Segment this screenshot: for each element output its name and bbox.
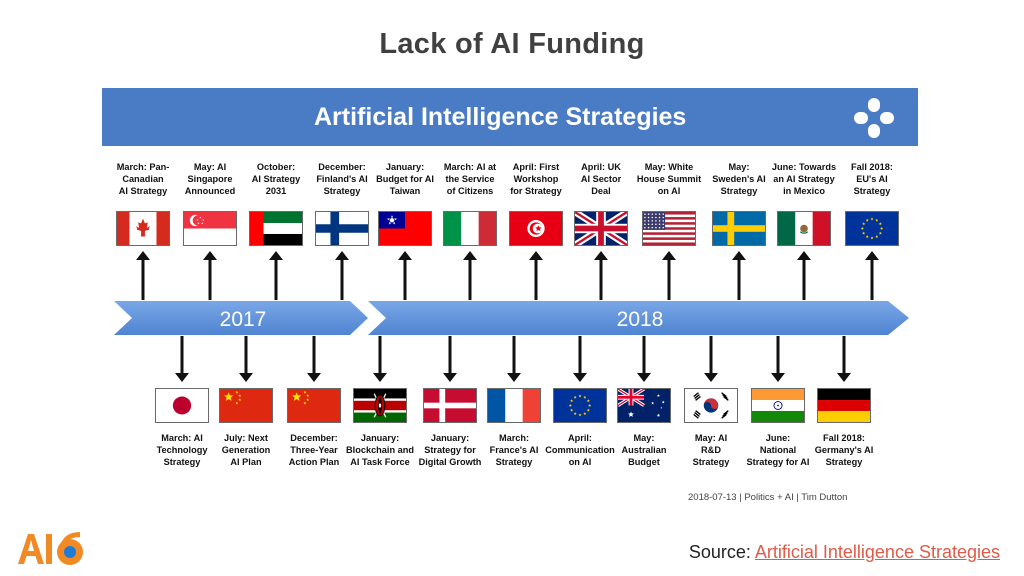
korea-flag-icon xyxy=(684,388,738,423)
bottom-event-arrow xyxy=(373,336,387,382)
italy-flag-icon xyxy=(443,211,497,246)
top-event-arrow xyxy=(732,251,746,300)
bottom-event-arrow xyxy=(239,336,253,382)
bottom-event-arrow xyxy=(507,336,521,382)
credit-line: 2018-07-13 | Politics + AI | Tim Dutton xyxy=(688,492,848,503)
year-2017-label: 2017 xyxy=(220,308,267,331)
sweden-flag-icon xyxy=(712,211,766,246)
taiwan-flag-icon xyxy=(378,211,432,246)
bottom-event-arrow xyxy=(704,336,718,382)
top-event-label: December: Finland's AI Strategy xyxy=(316,162,368,196)
eu-flag-icon xyxy=(553,388,607,423)
bottom-event-label: January: Blockchain and AI Task Force xyxy=(346,433,414,467)
ai6-logo-icon xyxy=(18,532,83,565)
top-event-arrow xyxy=(335,251,349,300)
canada-flag-icon xyxy=(116,211,170,246)
bottom-event-label: May: AI R&D Strategy xyxy=(692,433,730,467)
singapore-flag-icon xyxy=(183,211,237,246)
bottom-event-arrow xyxy=(573,336,587,382)
top-event-arrow xyxy=(269,251,283,300)
source-line: Source: Artificial Intelligence Strategi… xyxy=(689,542,1000,563)
japan-flag-icon xyxy=(155,388,209,423)
timeline-arrow-2017 xyxy=(114,301,368,335)
top-event-arrow xyxy=(594,251,608,300)
top-event-arrow xyxy=(136,251,150,300)
bottom-event-label: May: Australian Budget xyxy=(621,433,667,467)
australia-flag-icon xyxy=(617,388,671,423)
top-event-arrow xyxy=(662,251,676,300)
bottom-event-arrow xyxy=(771,336,785,382)
usa-flag-icon xyxy=(642,211,696,246)
bottom-event-label: January: Strategy for Digital Growth xyxy=(418,433,482,467)
bottom-event-arrow xyxy=(307,336,321,382)
mexico-flag-icon xyxy=(777,211,831,246)
bottom-event-label: Fall 2018: Germany's AI Strategy xyxy=(814,433,874,467)
top-event-label: June: Towards an AI Strategy in Mexico xyxy=(771,162,837,196)
plus-cross-logo-icon xyxy=(854,98,894,138)
year-2018-label: 2018 xyxy=(617,308,664,331)
slide-title: Lack of AI Funding xyxy=(379,28,645,60)
bottom-event-arrow xyxy=(175,336,189,382)
top-event-label: March: Pan- Canadian AI Strategy xyxy=(116,162,170,196)
bottom-event-arrow xyxy=(443,336,457,382)
top-event-label: April: UK AI Sector Deal xyxy=(580,162,622,196)
uae-flag-icon xyxy=(249,211,303,246)
bottom-event-label: June: National Strategy for AI xyxy=(746,433,810,467)
bottom-event-arrow xyxy=(637,336,651,382)
top-event-arrow xyxy=(203,251,217,300)
top-event-label: March: AI at the Service of Citizens xyxy=(443,162,497,196)
top-event-label: May: Sweden's AI Strategy xyxy=(712,162,766,196)
top-event-arrow xyxy=(398,251,412,300)
top-event-label: May: White House Summit on AI xyxy=(636,162,702,196)
kenya-flag-icon xyxy=(353,388,407,423)
bottom-event-label: March: France's AI Strategy xyxy=(489,433,539,467)
top-event-arrow xyxy=(529,251,543,300)
source-prefix: Source: xyxy=(688,542,751,562)
france-flag-icon xyxy=(487,388,541,423)
finland-flag-icon xyxy=(315,211,369,246)
china-flag-icon xyxy=(219,388,273,423)
bottom-event-label: July: Next Generation AI Plan xyxy=(221,433,271,467)
top-event-arrow xyxy=(797,251,811,300)
banner-title: Artificial Intelligence Strategies xyxy=(314,103,687,131)
uk-flag-icon xyxy=(574,211,628,246)
bottom-event-label: December: Three-Year Action Plan xyxy=(288,433,340,467)
top-event-arrow xyxy=(463,251,477,300)
bottom-event-arrow xyxy=(837,336,851,382)
bottom-event-label: April: Communication on AI xyxy=(545,433,615,467)
eu-flag-icon xyxy=(845,211,899,246)
denmark-flag-icon xyxy=(423,388,477,423)
banner: Artificial Intelligence Strategies xyxy=(102,88,918,146)
bottom-event-label: March: AI Technology Strategy xyxy=(156,433,208,467)
top-event-label: April: First Workshop for Strategy xyxy=(510,162,562,196)
china-flag-icon xyxy=(287,388,341,423)
germany-flag-icon xyxy=(817,388,871,423)
source-link[interactable]: Artificial Intelligence Strategies xyxy=(754,542,1000,562)
top-event-label: May: AI Singapore Announced xyxy=(184,162,236,196)
tunisia-flag-icon xyxy=(509,211,563,246)
top-event-arrow xyxy=(865,251,879,300)
top-event-label: October: AI Strategy 2031 xyxy=(251,162,301,196)
timeline-arrow-2018 xyxy=(368,301,909,335)
top-event-label: Fall 2018: EU's AI Strategy xyxy=(851,162,893,196)
top-event-label: January: Budget for AI Taiwan xyxy=(376,162,434,196)
india-flag-icon xyxy=(751,388,805,423)
